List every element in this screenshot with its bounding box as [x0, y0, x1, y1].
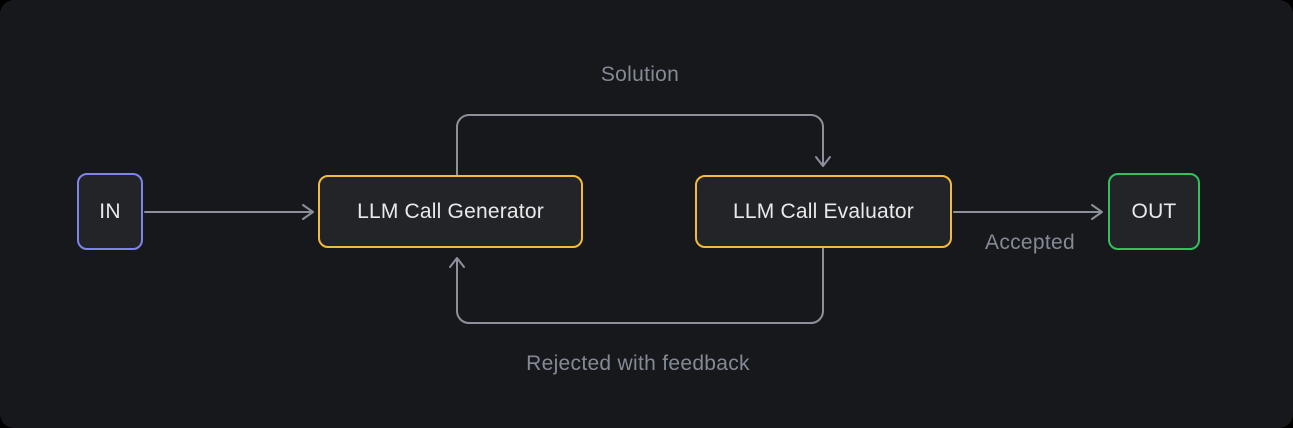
node-in: IN	[77, 173, 143, 250]
edge-label-accepted: Accepted	[985, 231, 1075, 254]
node-llm-call-generator-label: LLM Call Generator	[357, 199, 544, 223]
node-llm-call-evaluator: LLM Call Evaluator	[695, 175, 952, 248]
edge-label-solution: Solution	[600, 63, 680, 86]
edge-generator-to-evaluator-solution	[456, 114, 824, 176]
arrowhead-right-out-icon	[1091, 204, 1103, 220]
node-in-label: IN	[99, 199, 121, 223]
node-out-label: OUT	[1131, 199, 1177, 223]
node-llm-call-evaluator-label: LLM Call Evaluator	[732, 199, 914, 223]
arrowhead-up-generator-icon	[449, 257, 465, 268]
edge-label-rejected-with-feedback: Rejected with feedback	[526, 352, 750, 375]
node-out: OUT	[1108, 173, 1200, 250]
arrowhead-right-generator-icon	[302, 204, 314, 220]
arrowhead-down-evaluator-icon	[815, 156, 831, 167]
edge-evaluator-to-generator-rejected	[456, 247, 824, 324]
node-llm-call-generator: LLM Call Generator	[318, 175, 583, 248]
